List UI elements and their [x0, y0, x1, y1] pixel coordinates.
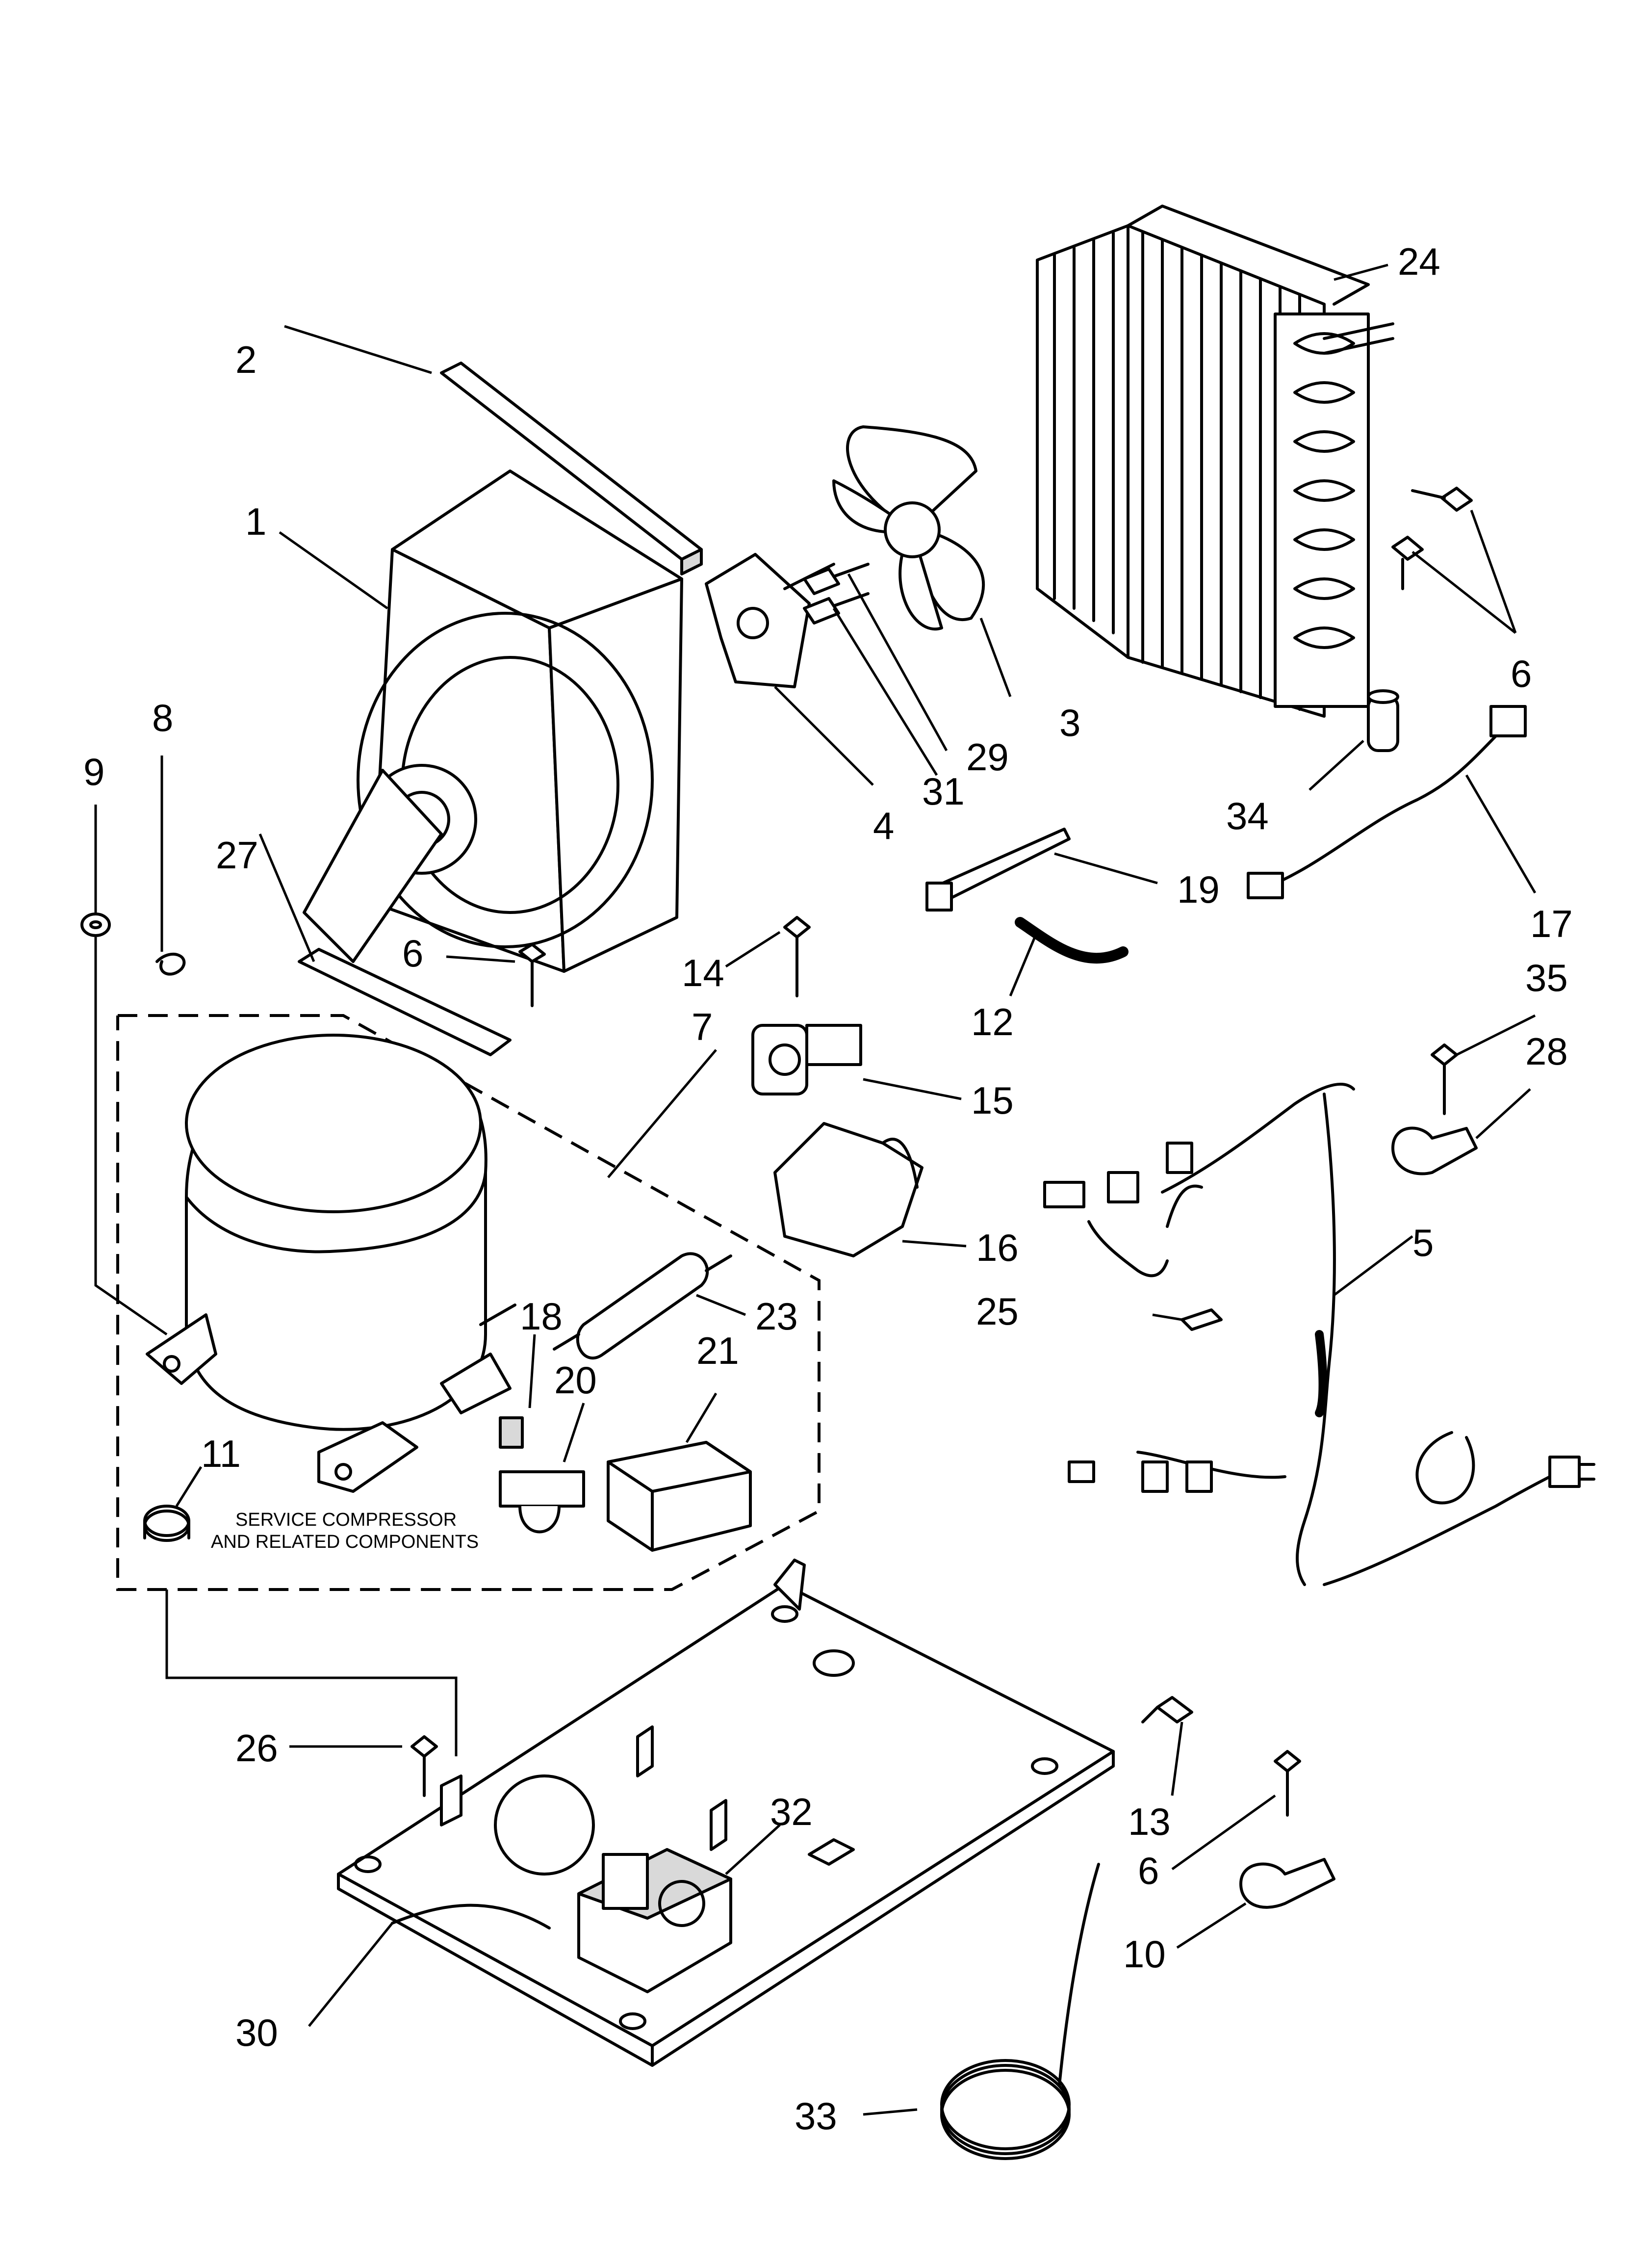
callout-6a: 6	[1511, 652, 1532, 695]
callout-2: 2	[235, 338, 257, 381]
leader-lines	[94, 263, 1537, 2116]
service-note: SERVICE COMPRESSOR AND RELATED COMPONENT…	[211, 1510, 479, 1552]
service-note-line2: AND RELATED COMPONENTS	[211, 1532, 479, 1552]
clamp-28[interactable]	[1391, 1126, 1478, 1175]
callout-10: 10	[1123, 1932, 1166, 1976]
capacitor[interactable]	[1367, 689, 1399, 752]
power-cord[interactable]	[1323, 1431, 1595, 1586]
callout-4: 4	[873, 804, 894, 847]
bracket-wire[interactable]	[773, 1122, 924, 1257]
grommet-11[interactable]	[143, 1505, 190, 1542]
callout-31: 31	[922, 770, 965, 813]
callout-12: 12	[971, 1000, 1014, 1043]
sensor-harness[interactable]	[1247, 705, 1527, 899]
bolt-13[interactable]	[1141, 1696, 1193, 1723]
screw-26[interactable]	[410, 1735, 438, 1797]
callout-26: 26	[235, 1726, 278, 1770]
seal-strip[interactable]	[440, 362, 703, 575]
relay-clip[interactable]	[499, 1416, 524, 1449]
callout-5: 5	[1412, 1221, 1434, 1264]
callout-25: 25	[976, 1290, 1019, 1333]
callout-3: 3	[1059, 701, 1080, 744]
callout-21: 21	[696, 1329, 739, 1372]
motor-screws[interactable]	[803, 563, 870, 625]
drain-tube[interactable]	[391, 1903, 551, 1929]
callout-labels: 2 1 24 3 29 31 4 6 34 19 17 12 35 14 28 …	[83, 240, 1573, 2138]
fan-motor[interactable]	[705, 553, 835, 688]
callout-30: 30	[235, 2011, 278, 2054]
callout-14: 14	[682, 951, 724, 994]
callout-16: 16	[976, 1226, 1019, 1269]
callout-29: 29	[966, 735, 1009, 779]
mounting-plate[interactable]	[298, 948, 512, 1056]
screw-6-lower[interactable]	[1274, 1750, 1301, 1817]
callout-34: 34	[1226, 794, 1269, 837]
callout-13: 13	[1128, 1800, 1171, 1843]
callout-17: 17	[1530, 902, 1573, 945]
service-compressor-group	[116, 1014, 821, 1591]
callout-8: 8	[152, 696, 173, 739]
callout-35: 35	[1525, 956, 1568, 999]
screw-35[interactable]	[1431, 1043, 1458, 1115]
wire-harness[interactable]	[1043, 1083, 1355, 1586]
clip-8[interactable]	[155, 952, 186, 976]
callout-7: 7	[692, 1005, 713, 1048]
callout-32: 32	[770, 1790, 813, 1833]
relay-cover[interactable]	[607, 1441, 752, 1552]
coiled-tubing[interactable]	[940, 1863, 1100, 2160]
callout-28: 28	[1525, 1030, 1568, 1073]
valve-solenoid[interactable]	[751, 1024, 862, 1095]
condenser[interactable]	[1036, 205, 1394, 718]
base-pan[interactable]	[337, 1559, 1115, 2067]
shroud-screw[interactable]	[518, 943, 546, 1007]
relay[interactable]	[499, 1470, 585, 1534]
callout-6b: 6	[402, 932, 423, 975]
callout-23: 23	[755, 1295, 798, 1338]
callout-33: 33	[795, 2094, 837, 2138]
compressor[interactable]	[146, 1034, 516, 1493]
callout-18: 18	[520, 1295, 563, 1338]
tube[interactable]	[1015, 917, 1129, 964]
callout-20: 20	[554, 1358, 597, 1402]
fan-blade[interactable]	[832, 425, 985, 631]
filter-drier[interactable]	[553, 1252, 732, 1359]
screw-14[interactable]	[783, 916, 811, 997]
callout-11: 11	[201, 1432, 241, 1475]
clamp-10[interactable]	[1239, 1858, 1335, 1909]
grommet-9[interactable]	[80, 912, 111, 937]
cable-tie[interactable]	[925, 828, 1071, 912]
callout-27: 27	[216, 834, 258, 877]
clip-25[interactable]	[1180, 1308, 1223, 1331]
callout-6c: 6	[1138, 1849, 1159, 1892]
callout-9: 9	[83, 750, 104, 793]
condenser-screws[interactable]	[1391, 487, 1473, 590]
water-valve[interactable]	[577, 1848, 732, 1993]
callout-15: 15	[971, 1079, 1014, 1122]
service-note-line1: SERVICE COMPRESSOR	[235, 1510, 457, 1530]
callout-1: 1	[245, 500, 266, 543]
fan-shroud[interactable]	[303, 469, 683, 973]
callout-24: 24	[1398, 240, 1440, 283]
callout-19: 19	[1177, 868, 1220, 911]
